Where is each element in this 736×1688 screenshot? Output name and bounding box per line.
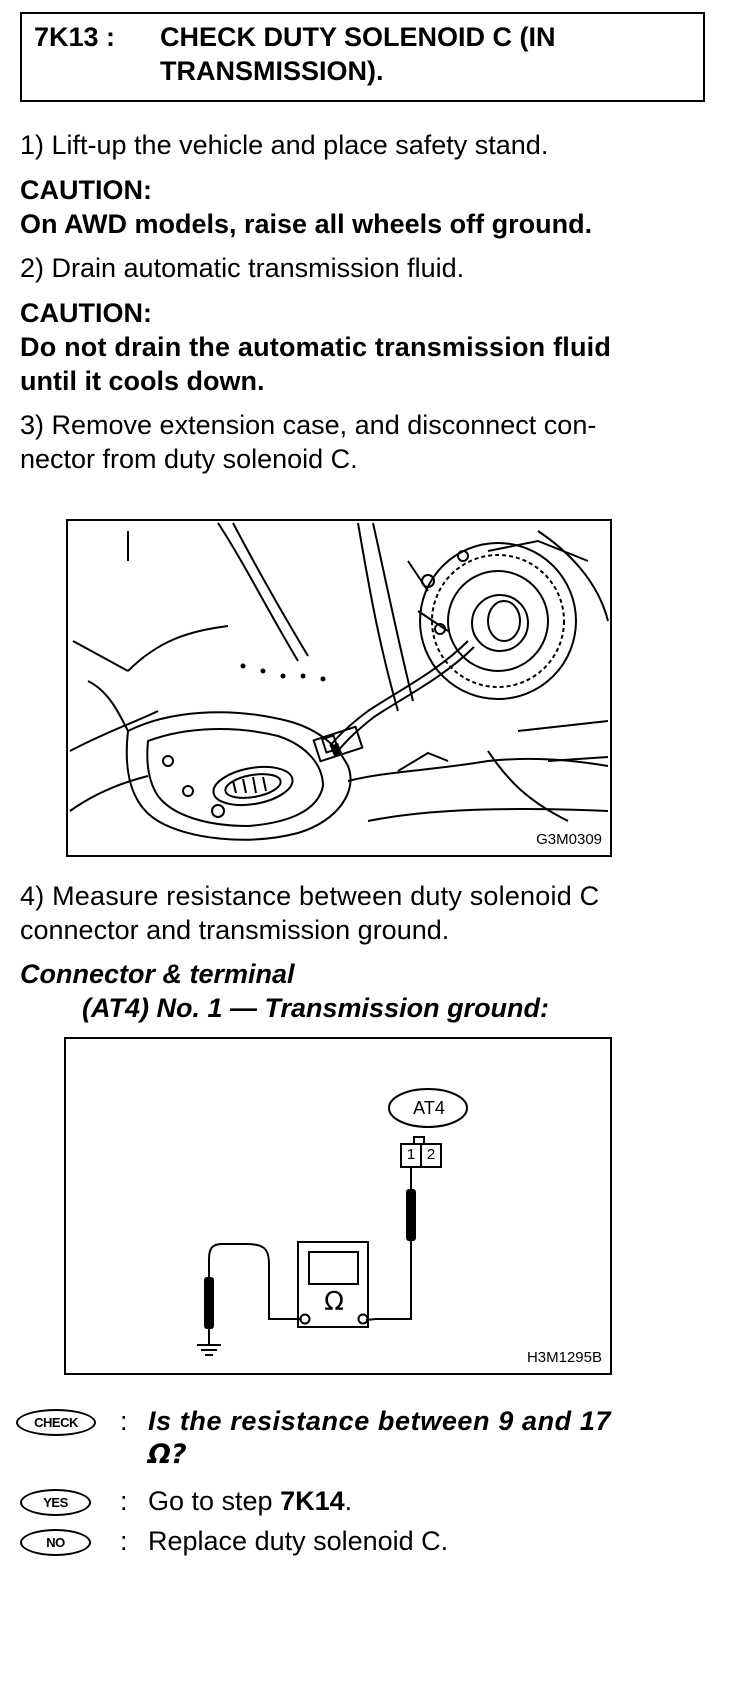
title-line-2: TRANSMISSION). xyxy=(160,56,384,86)
yes-text: Go to step xyxy=(148,1486,281,1516)
check-question-line-2: Ω? xyxy=(148,1439,187,1470)
yes-end: . xyxy=(344,1486,353,1516)
yes-step-link: 7K14 xyxy=(280,1486,345,1516)
yes-answer: Go to step 7K14. xyxy=(148,1484,352,1518)
connector-label-outline xyxy=(388,1088,468,1128)
step-4-line-2: connector and transmission ground. xyxy=(20,915,450,945)
title-line-1: CHECK DUTY SOLENOID C (IN xyxy=(160,22,556,52)
yes-colon: : xyxy=(120,1486,128,1516)
check-question-line-1: Is the resistance between 9 and 17 xyxy=(148,1406,612,1436)
check-colon: : xyxy=(120,1406,128,1436)
figure-2-code: H3M1295B xyxy=(526,1349,602,1366)
page-title: CHECK DUTY SOLENOID C (IN TRANSMISSION). xyxy=(160,20,556,88)
step-3-line-1: 3) Remove extension case, and disconnect… xyxy=(20,410,597,440)
caution-1-label: CAUTION: xyxy=(20,175,152,205)
probe-right xyxy=(406,1189,416,1241)
figure-1-code: G3M0309 xyxy=(536,831,602,848)
ohmmeter-symbol: Ω xyxy=(324,1287,344,1317)
check-badge: CHECK xyxy=(16,1409,96,1436)
probe-left xyxy=(204,1277,214,1329)
step-4-line-1: 4) Measure resistance between duty solen… xyxy=(20,881,600,911)
title-box xyxy=(20,12,705,102)
step-3-line-2: nector from duty solenoid C. xyxy=(20,444,358,474)
step-2: 2) Drain automatic transmission fluid. xyxy=(20,253,465,283)
circuit-diagram xyxy=(197,1088,468,1356)
no-answer: Replace duty solenoid C. xyxy=(148,1526,449,1556)
no-badge: NO xyxy=(20,1529,91,1556)
yes-badge: YES xyxy=(20,1489,91,1516)
caution-2-line-1: Do not drain the automatic transmission … xyxy=(20,332,612,362)
caution-2-line-2: until it cools down. xyxy=(20,366,265,396)
connector-heading: Connector & terminal xyxy=(20,959,295,989)
transmission-illustration xyxy=(69,522,609,841)
terminal-2: 2 xyxy=(426,1146,436,1163)
terminal-1: 1 xyxy=(406,1146,416,1163)
figure-transmission: G3M0309 xyxy=(66,519,612,857)
caution-2-label: CAUTION: xyxy=(20,298,152,328)
connector-label: AT4 xyxy=(413,1098,445,1118)
caution-1-text: On AWD models, raise all wheels off grou… xyxy=(20,209,593,239)
connector-detail: (AT4) No. 1 — Transmission ground: xyxy=(82,993,550,1023)
step-number: 7K13 : xyxy=(34,22,116,52)
step-1: 1) Lift-up the vehicle and place safety … xyxy=(20,130,549,160)
no-colon: : xyxy=(120,1526,128,1556)
figure-circuit: AT4 1 2 Ω H3M1295B xyxy=(64,1037,612,1375)
